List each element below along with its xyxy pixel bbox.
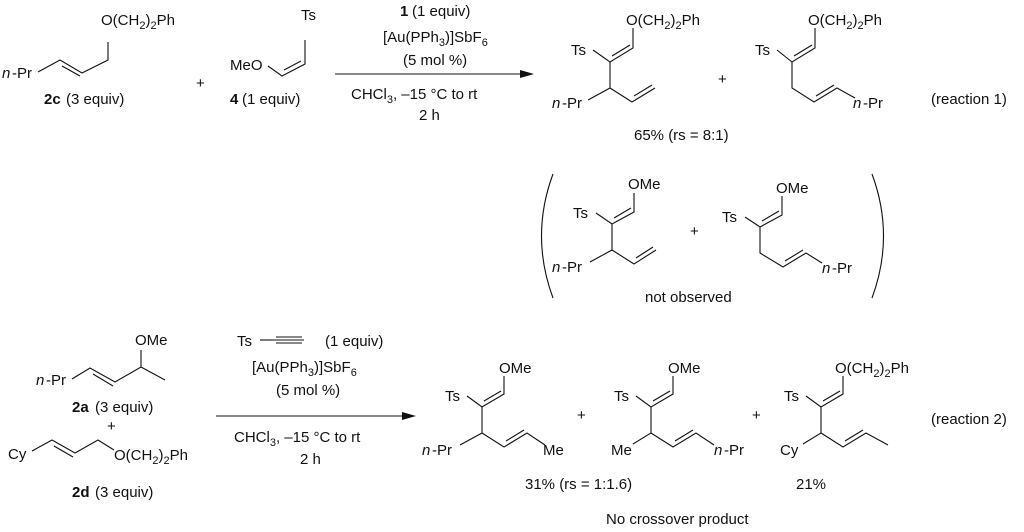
svg-text:(1 equiv): (1 equiv) <box>325 333 383 350</box>
svg-text:2a: 2a <box>72 399 89 416</box>
svg-text:n: n <box>552 95 560 112</box>
plus-sign: + <box>196 75 205 92</box>
svg-text:O(CH2)2Ph: O(CH2)2Ph <box>101 12 175 32</box>
svg-text:O(CH2)2Ph: O(CH2)2Ph <box>626 12 700 32</box>
not-observed-caption: not observed <box>645 289 732 306</box>
svg-text:-Pr: -Pr <box>562 259 582 276</box>
svg-text:OMe: OMe <box>499 360 532 377</box>
svg-text:-Pr: -Pr <box>562 95 582 112</box>
svg-text:n: n <box>422 442 430 459</box>
svg-text:OMe: OMe <box>776 180 809 197</box>
svg-text:CHCl3, –15 °C to rt: CHCl3, –15 °C to rt <box>234 429 361 449</box>
svg-text:(5 mol %): (5 mol %) <box>276 382 340 399</box>
svg-text:OMe: OMe <box>668 360 701 377</box>
yield-reaction-1: 65% (rs = 8:1) <box>634 127 729 144</box>
svg-text:Ts: Ts <box>445 388 460 405</box>
svg-text:4: 4 <box>230 91 239 108</box>
svg-text:+: + <box>690 223 699 240</box>
arrow-head <box>520 70 534 78</box>
reactant-2a: n -Pr OMe 2a (3 equiv) <box>36 332 168 416</box>
svg-text:[Au(PPh3)]SbF6: [Au(PPh3)]SbF6 <box>383 29 488 49</box>
right-parenthesis <box>871 173 885 299</box>
reaction-2-label: (reaction 2) <box>931 411 1007 428</box>
svg-text:2c: 2c <box>44 91 61 108</box>
svg-text:-Pr: -Pr <box>724 442 744 459</box>
svg-text:O(CH2)2Ph: O(CH2)2Ph <box>835 360 909 380</box>
svg-text:+: + <box>718 71 727 88</box>
svg-text:n: n <box>552 259 560 276</box>
svg-text:+: + <box>107 418 116 435</box>
reaction-arrow-1: 1 (1 equiv) [Au(PPh3)]SbF6 (5 mol %) CHC… <box>335 3 534 124</box>
reactant-2d: Cy O(CH2)2Ph 2d (3 equiv) <box>8 439 188 501</box>
svg-text:(1 equiv): (1 equiv) <box>412 3 470 20</box>
svg-text:Ts: Ts <box>755 42 770 59</box>
reaction-arrow-2: Ts (1 equiv) [Au(PPh3)]SbF6 (5 mol %) CH… <box>216 333 416 468</box>
svg-text:(3 equiv): (3 equiv) <box>95 484 153 501</box>
svg-text:n: n <box>822 260 830 277</box>
svg-text:Ts: Ts <box>784 388 799 405</box>
svg-text:Ts: Ts <box>571 42 586 59</box>
left-parenthesis <box>540 173 554 299</box>
svg-text:Me: Me <box>611 442 632 459</box>
svg-text:(1 equiv): (1 equiv) <box>242 91 300 108</box>
svg-text:Me: Me <box>543 442 564 459</box>
svg-text:-Pr: -Pr <box>432 442 452 459</box>
svg-text:-Pr: -Pr <box>46 372 66 389</box>
not-observed-group: OMe Ts n -Pr + OMe Ts n -Pr not observed <box>540 173 885 306</box>
svg-text:+: + <box>577 407 586 424</box>
svg-text:2 h: 2 h <box>419 107 440 124</box>
svg-text:[Au(PPh3)]SbF6: [Au(PPh3)]SbF6 <box>252 359 357 379</box>
svg-text:OMe: OMe <box>628 176 661 193</box>
product-2-2: OMe Ts Me n -Pr <box>611 360 744 459</box>
product-1-2: Ts O(CH2)2Ph n -Pr <box>755 12 883 112</box>
svg-text:(5 mol %): (5 mol %) <box>403 52 467 69</box>
svg-text:+: + <box>752 407 761 424</box>
reaction-1-label: (reaction 1) <box>931 91 1007 108</box>
svg-text:Ts: Ts <box>301 7 316 24</box>
svg-text:Ts: Ts <box>573 205 588 222</box>
svg-text:2 h: 2 h <box>300 451 321 468</box>
product-2-1: OMe Ts n -Pr Me <box>422 360 564 459</box>
reactant-2c: n -Pr O(CH2)2Ph 2c (3 equiv) <box>2 12 175 108</box>
svg-text:CHCl3, –15 °C to rt: CHCl3, –15 °C to rt <box>351 86 478 106</box>
product-1-1: Ts O(CH2)2Ph n -Pr <box>552 12 700 112</box>
product-2-3: O(CH2)2Ph Ts Cy <box>780 360 909 459</box>
bond <box>37 42 109 74</box>
equiv-label: (3 equiv) <box>66 91 124 108</box>
svg-text:n: n <box>2 65 10 82</box>
svg-text:-Pr: -Pr <box>863 95 883 112</box>
yield-reaction-2-product-3: 21% <box>796 476 826 493</box>
svg-text:n: n <box>853 95 861 112</box>
svg-text:Ts: Ts <box>722 209 737 226</box>
arrow-head <box>402 412 416 420</box>
svg-text:2d: 2d <box>72 484 90 501</box>
svg-text:MeO: MeO <box>230 57 263 74</box>
svg-text:O(CH2)2Ph: O(CH2)2Ph <box>114 447 188 467</box>
reactant-4: MeO Ts 4 (1 equiv) <box>230 7 316 108</box>
svg-text:n: n <box>714 442 722 459</box>
svg-text:Cy: Cy <box>780 442 799 459</box>
svg-text:n: n <box>36 372 44 389</box>
no-crossover-note: No crossover product <box>606 511 749 528</box>
svg-text:Cy: Cy <box>8 446 27 463</box>
svg-text:-Pr: -Pr <box>12 65 32 82</box>
yield-reaction-2-major: 31% (rs = 1:1.6) <box>525 476 632 493</box>
svg-text:Ts: Ts <box>237 333 252 350</box>
svg-text:-Pr: -Pr <box>832 260 852 277</box>
svg-text:(3 equiv): (3 equiv) <box>95 399 153 416</box>
svg-text:OMe: OMe <box>135 332 168 349</box>
svg-text:O(CH2)2Ph: O(CH2)2Ph <box>808 12 882 32</box>
svg-text:Ts: Ts <box>614 388 629 405</box>
svg-text:1: 1 <box>400 3 408 20</box>
